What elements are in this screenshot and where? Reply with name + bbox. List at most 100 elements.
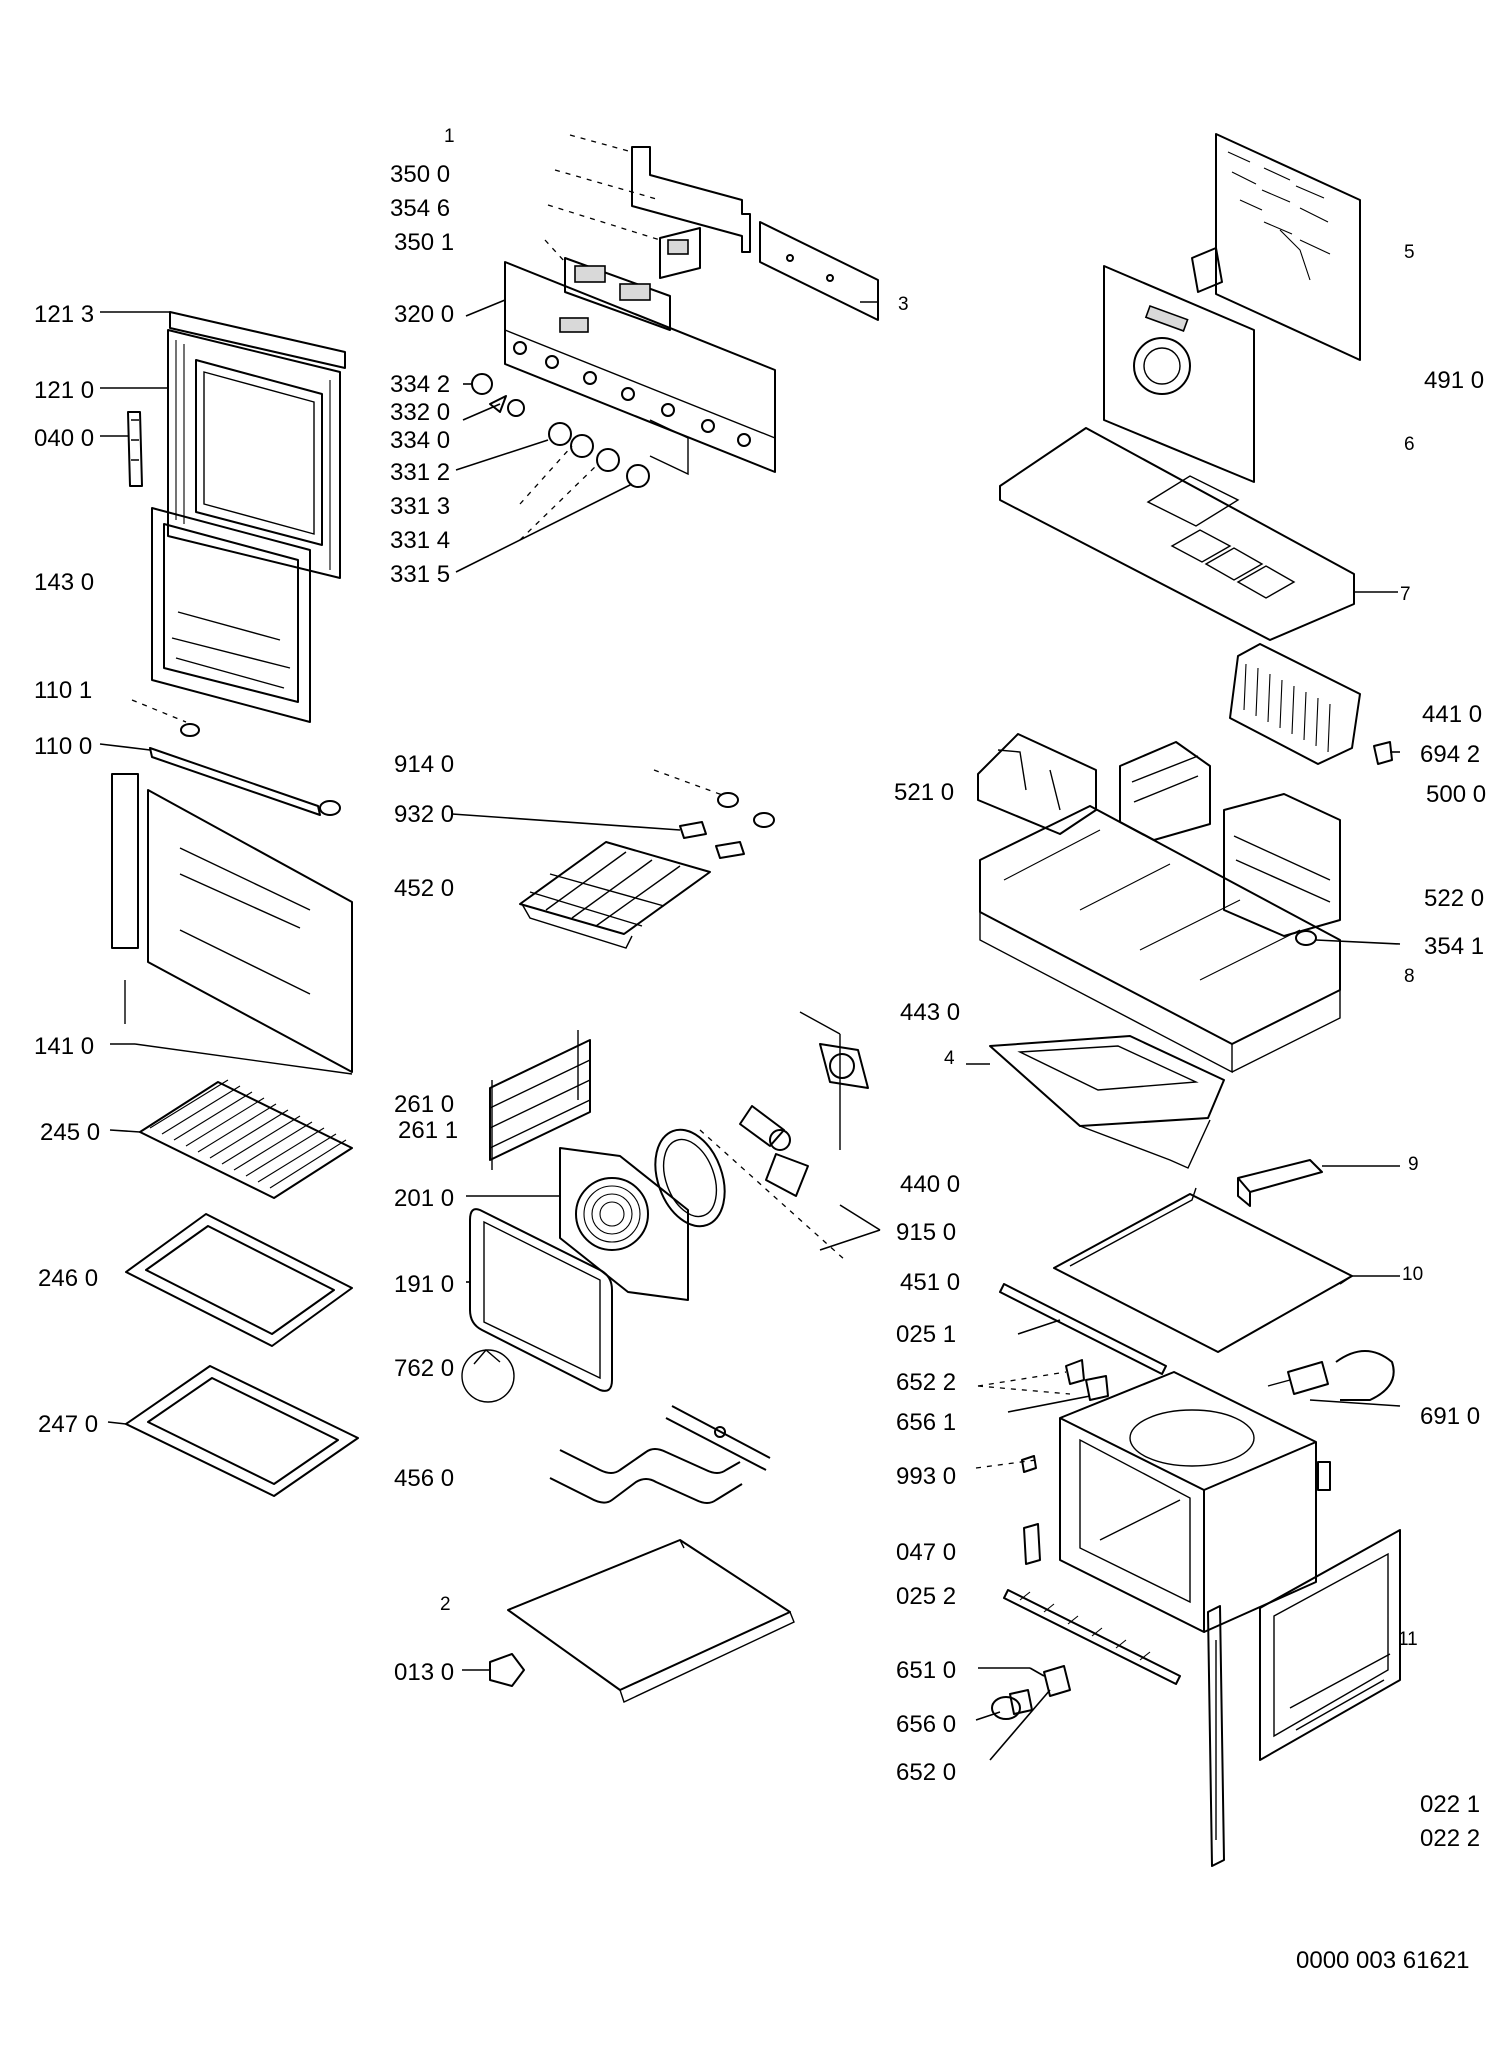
label-025-1: 025 1 — [896, 1321, 956, 1348]
part-fan-assembly — [699, 1011, 881, 1261]
label-025-2: 025 2 — [896, 1583, 956, 1610]
label-110-0: 110 0 — [34, 733, 92, 760]
label-993-0: 993 0 — [896, 1463, 956, 1490]
group-number-8: 8 — [1404, 966, 1415, 987]
part-gasket-clip — [461, 1349, 515, 1403]
label-354-1: 354 1 — [1424, 933, 1484, 960]
label-334-0: 334 0 — [390, 427, 450, 454]
part-door-outer-frame — [100, 329, 341, 579]
label-245-0: 245 0 — [40, 1119, 100, 1146]
label-500-0: 500 0 — [1426, 781, 1486, 808]
part-oven-floor-plate — [507, 1539, 795, 1703]
label-332-0: 332 0 — [390, 399, 450, 426]
label-452-0: 452 0 — [394, 875, 454, 902]
group-number-2: 2 — [440, 1594, 451, 1615]
label-350-0: 350 0 — [390, 161, 450, 188]
part-oven-cavity — [975, 1371, 1331, 1633]
part-top-cover — [999, 427, 1398, 641]
label-022-1: 022 1 — [1420, 1791, 1480, 1818]
label-191-0: 191 0 — [394, 1271, 454, 1298]
label-247-0: 247 0 — [38, 1411, 98, 1438]
part-thermostat-knob — [975, 1665, 1071, 1761]
label-491-0: 491 0 — [1424, 367, 1484, 394]
label-201-0: 201 0 — [394, 1185, 454, 1212]
label-652-0: 652 0 — [896, 1759, 956, 1786]
part-side-rail-0251 — [999, 1283, 1167, 1375]
part-control-panel-fascia — [465, 261, 776, 473]
part-inner-glass — [151, 507, 311, 723]
label-331-2: 331 2 — [390, 459, 450, 486]
label-121-0: 121 0 — [34, 377, 94, 404]
part-side-rails — [489, 1030, 591, 1170]
label-354-6: 354 6 — [390, 195, 450, 222]
label-521-0: 521 0 — [894, 779, 954, 806]
part-panel-cover-3 — [759, 221, 879, 321]
group-number-5: 5 — [1404, 242, 1415, 263]
part-door-rail — [99, 743, 341, 816]
part-bottom-heating-element — [549, 1405, 771, 1504]
part-sensor-housing-9 — [1237, 1159, 1400, 1207]
label-261-0: 261 0 — [394, 1091, 454, 1118]
part-insulation-bracket — [966, 1035, 1225, 1169]
label-141-0: 141 0 — [34, 1033, 94, 1060]
group-number-10: 10 — [1402, 1264, 1423, 1285]
label-694-2: 694 2 — [1420, 741, 1480, 768]
group-number-6: 6 — [1404, 434, 1415, 455]
part-rear-panel-fan — [1103, 265, 1255, 483]
label-110-1: 110 1 — [34, 677, 92, 704]
part-door-glass — [110, 773, 353, 1075]
part-body-side-panel — [1207, 1605, 1225, 1867]
group-number-4: 4 — [944, 1048, 955, 1069]
part-hinge-receiver — [1023, 1523, 1041, 1565]
label-762-0: 762 0 — [394, 1355, 454, 1382]
part-control-panel-bracket — [554, 134, 751, 253]
label-320-0: 320 0 — [394, 301, 454, 328]
label-331-5: 331 5 — [390, 561, 450, 588]
label-143-0: 143 0 — [34, 569, 94, 596]
label-013-0: 013 0 — [394, 1659, 454, 1686]
label-022-2: 022 2 — [1420, 1825, 1480, 1852]
part-rear-cover — [1191, 133, 1361, 361]
label-121-3: 121 3 — [34, 301, 94, 328]
label-656-0: 656 0 — [896, 1711, 956, 1738]
label-331-3: 331 3 — [390, 493, 450, 520]
part-fan-cover — [466, 1147, 689, 1301]
part-door-hinge — [100, 411, 143, 487]
label-440-0: 440 0 — [900, 1171, 960, 1198]
label-331-4: 331 4 — [390, 527, 450, 554]
part-control-knobs — [455, 373, 689, 573]
label-914-0: 914 0 — [394, 751, 454, 778]
label-451-0: 451 0 — [900, 1269, 960, 1296]
group-number-9: 9 — [1408, 1154, 1419, 1175]
label-651-0: 651 0 — [896, 1657, 956, 1684]
part-baking-tray — [125, 1213, 353, 1347]
part-control-display — [544, 239, 671, 331]
part-screw-1101 — [131, 699, 200, 737]
label-261-1: 261 1 — [398, 1117, 458, 1144]
part-relay-module — [1223, 793, 1341, 937]
part-cooling-fan — [1229, 643, 1400, 765]
group-number-3: 3 — [898, 294, 909, 315]
drawing-number: 0000 003 61621 — [1296, 1947, 1470, 1974]
part-door-lock — [1267, 1350, 1401, 1407]
part-electronic-module — [547, 204, 701, 279]
part-door-top-frame — [100, 311, 346, 369]
group-number-1: 1 — [444, 126, 455, 147]
part-side-wall-11 — [1259, 1529, 1401, 1761]
label-456-0: 456 0 — [394, 1465, 454, 1492]
label-441-0: 441 0 — [1422, 701, 1482, 728]
label-350-1: 350 1 — [394, 229, 454, 256]
part-oven-top-panel — [1053, 1187, 1400, 1353]
part-lamp-parts — [977, 1359, 1109, 1413]
label-652-2: 652 2 — [896, 1369, 956, 1396]
part-shallow-tray — [107, 1365, 359, 1497]
label-040-0: 040 0 — [34, 425, 94, 452]
part-component-tray — [979, 805, 1401, 1074]
label-334-2: 334 2 — [390, 371, 450, 398]
group-number-7: 7 — [1400, 584, 1411, 605]
label-047-0: 047 0 — [896, 1539, 956, 1566]
label-915-0: 915 0 — [896, 1219, 956, 1246]
label-691-0: 691 0 — [1420, 1403, 1480, 1430]
